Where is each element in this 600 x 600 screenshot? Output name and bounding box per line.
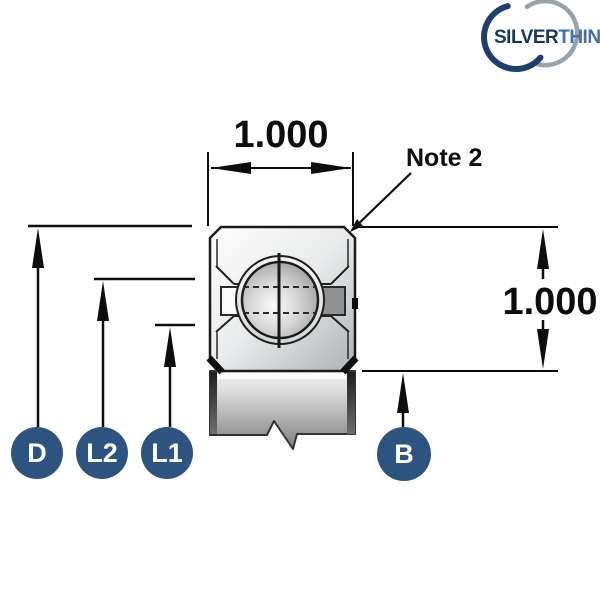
width-dimension: 1.000: [207, 114, 354, 226]
bottom-right-chamfer: [340, 355, 359, 375]
width-extension-lines: [207, 152, 354, 226]
l1-arrow: [164, 327, 176, 367]
note-2-leader: [351, 172, 412, 231]
inner-edges: [216, 239, 349, 359]
logo-wordmark-silver: SILVER: [494, 27, 559, 48]
badge-l1-label: L1: [151, 438, 183, 468]
shaft-break-section: [209, 370, 356, 450]
shaft-right-edge: [347, 372, 355, 434]
d-arrow: [32, 228, 44, 268]
height-arrow-up: [537, 229, 549, 269]
width-arrow-left: [211, 162, 251, 174]
badge-d-label: D: [27, 438, 47, 468]
bearing-cross-section: [206, 225, 359, 375]
height-arrow-down: [537, 329, 549, 369]
badge-b-label: B: [394, 439, 414, 469]
width-arrow-right: [311, 162, 351, 174]
logo-wordmark: SILVERTHIN: [494, 27, 600, 48]
callout-badge-b: B: [377, 427, 431, 481]
b-arrow: [397, 373, 409, 413]
width-dimension-value: 1.000: [233, 114, 328, 156]
raceway-notches: [215, 265, 350, 333]
callout-badge-l2: L2: [76, 427, 128, 479]
logo-swoosh-blue-icon: [481, 3, 544, 72]
bottom-left-chamfer: [206, 355, 225, 375]
silverthin-logo: SILVERTHIN: [481, 0, 600, 72]
note-2-arrowhead: [350, 219, 363, 232]
logo-wordmark-thin: THIN: [558, 27, 600, 48]
height-extension-lines: [358, 226, 558, 372]
note-2-label: Note 2: [406, 144, 482, 172]
l2-arrow: [97, 281, 109, 321]
badge-l2-label: L2: [86, 438, 118, 468]
height-dimension-value: 1.000: [502, 281, 597, 323]
callout-badges: D L2 L1 B: [11, 427, 431, 481]
callout-badge-l1: L1: [141, 427, 193, 479]
filling-slot: [352, 298, 358, 309]
diameter-references: [28, 224, 409, 427]
shaft-left-edge: [210, 372, 217, 434]
height-dimension: 1.000: [358, 226, 598, 372]
logo-swoosh-gray-icon: [524, 0, 580, 68]
note-2-callout: Note 2: [350, 144, 482, 232]
callout-badge-d: D: [11, 427, 63, 479]
shaft-highlight: [218, 373, 346, 379]
hidden-edge-dashes: [243, 286, 317, 314]
